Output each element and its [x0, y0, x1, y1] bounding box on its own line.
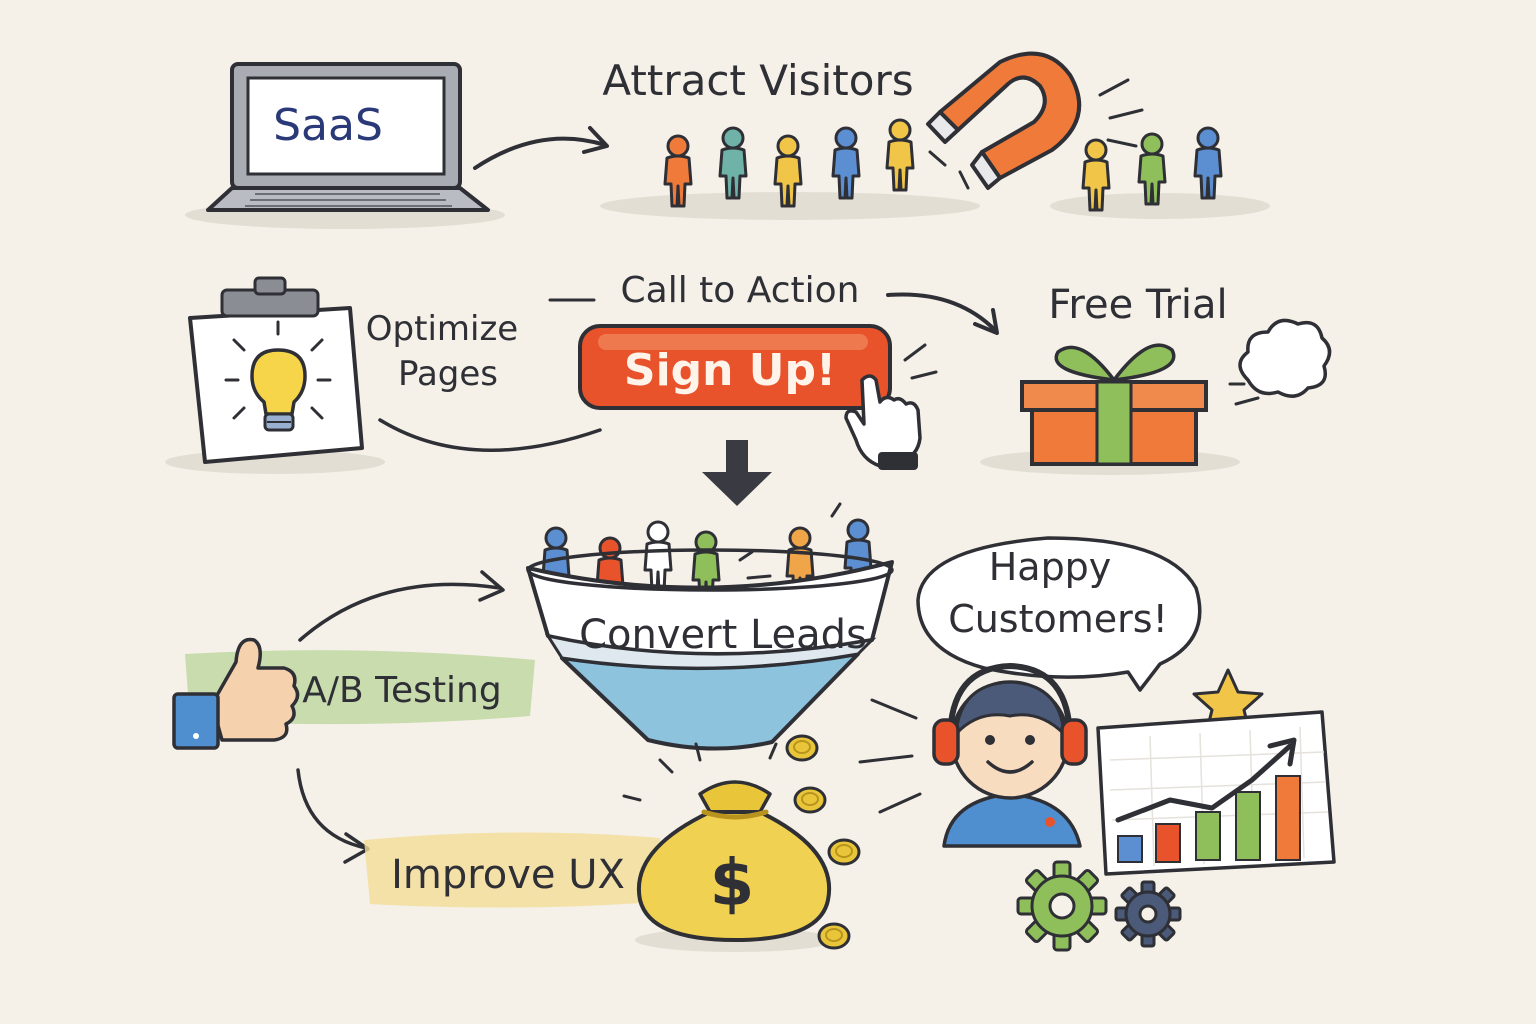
gear-icon [1016, 860, 1108, 952]
happy-label-line1: Happy [989, 545, 1112, 589]
arrowhead [973, 308, 999, 335]
arrowhead [582, 126, 609, 154]
magnet-icon [926, 51, 1144, 190]
person-icon [831, 126, 861, 200]
arrowhead [343, 832, 370, 864]
coin-icon [817, 922, 851, 950]
arrow-ab-to-funnel [298, 582, 502, 642]
gear-icon [1114, 880, 1182, 948]
arrowhead [478, 570, 505, 602]
curve-optimize-to-signup [378, 418, 602, 452]
laptop-icon [185, 62, 505, 229]
sign-up-button[interactable]: Sign Up! [578, 324, 892, 410]
down-arrow-icon [702, 440, 772, 506]
person-icon [643, 520, 673, 594]
call-to-action-label: Call to Action [621, 270, 860, 311]
lightbulb-icon [224, 320, 332, 432]
person-icon [718, 126, 748, 200]
arrow-ab-to-ux [296, 768, 368, 850]
visitor-crowd [600, 118, 980, 220]
attracted-crowd [1050, 126, 1270, 219]
thumbs-up-icon [172, 637, 300, 750]
coin-icon [827, 838, 861, 866]
optimize-label-line1: Optimize [366, 309, 518, 349]
free-trial-label: Free Trial [1048, 282, 1227, 328]
improve-ux-highlight [364, 832, 660, 908]
ab-testing-label: A/B Testing [302, 670, 501, 711]
gift-icon [980, 343, 1240, 475]
optimize-label-line2: Pages [398, 354, 498, 394]
money-bag-icon [622, 742, 835, 952]
laptop-screen-text: SaaS [273, 100, 383, 151]
convert-leads-label: Convert Leads [579, 612, 867, 658]
happy-label-line2: Customers! [948, 597, 1168, 641]
arrow-cta-to-trial [886, 292, 997, 332]
improve-ux-label: Improve UX [391, 852, 625, 898]
growth-chart-icon [1096, 710, 1336, 876]
sign-up-label: Sign Up! [624, 345, 836, 396]
pointer-hand-icon [844, 343, 938, 470]
coin-icon [785, 734, 819, 762]
funnel-icon [526, 548, 894, 751]
speech-bubble [916, 536, 1202, 692]
person-icon [885, 118, 915, 192]
attract-visitors-label: Attract Visitors [602, 56, 913, 105]
coin-icon [793, 786, 827, 814]
funnel-crowd [541, 502, 873, 610]
dollar-sign: $ [710, 847, 755, 921]
headset-person-icon [858, 662, 1088, 848]
person-icon [1193, 126, 1223, 200]
arrow-laptop-to-visitors [473, 136, 607, 170]
cloud-icon [1228, 318, 1332, 406]
